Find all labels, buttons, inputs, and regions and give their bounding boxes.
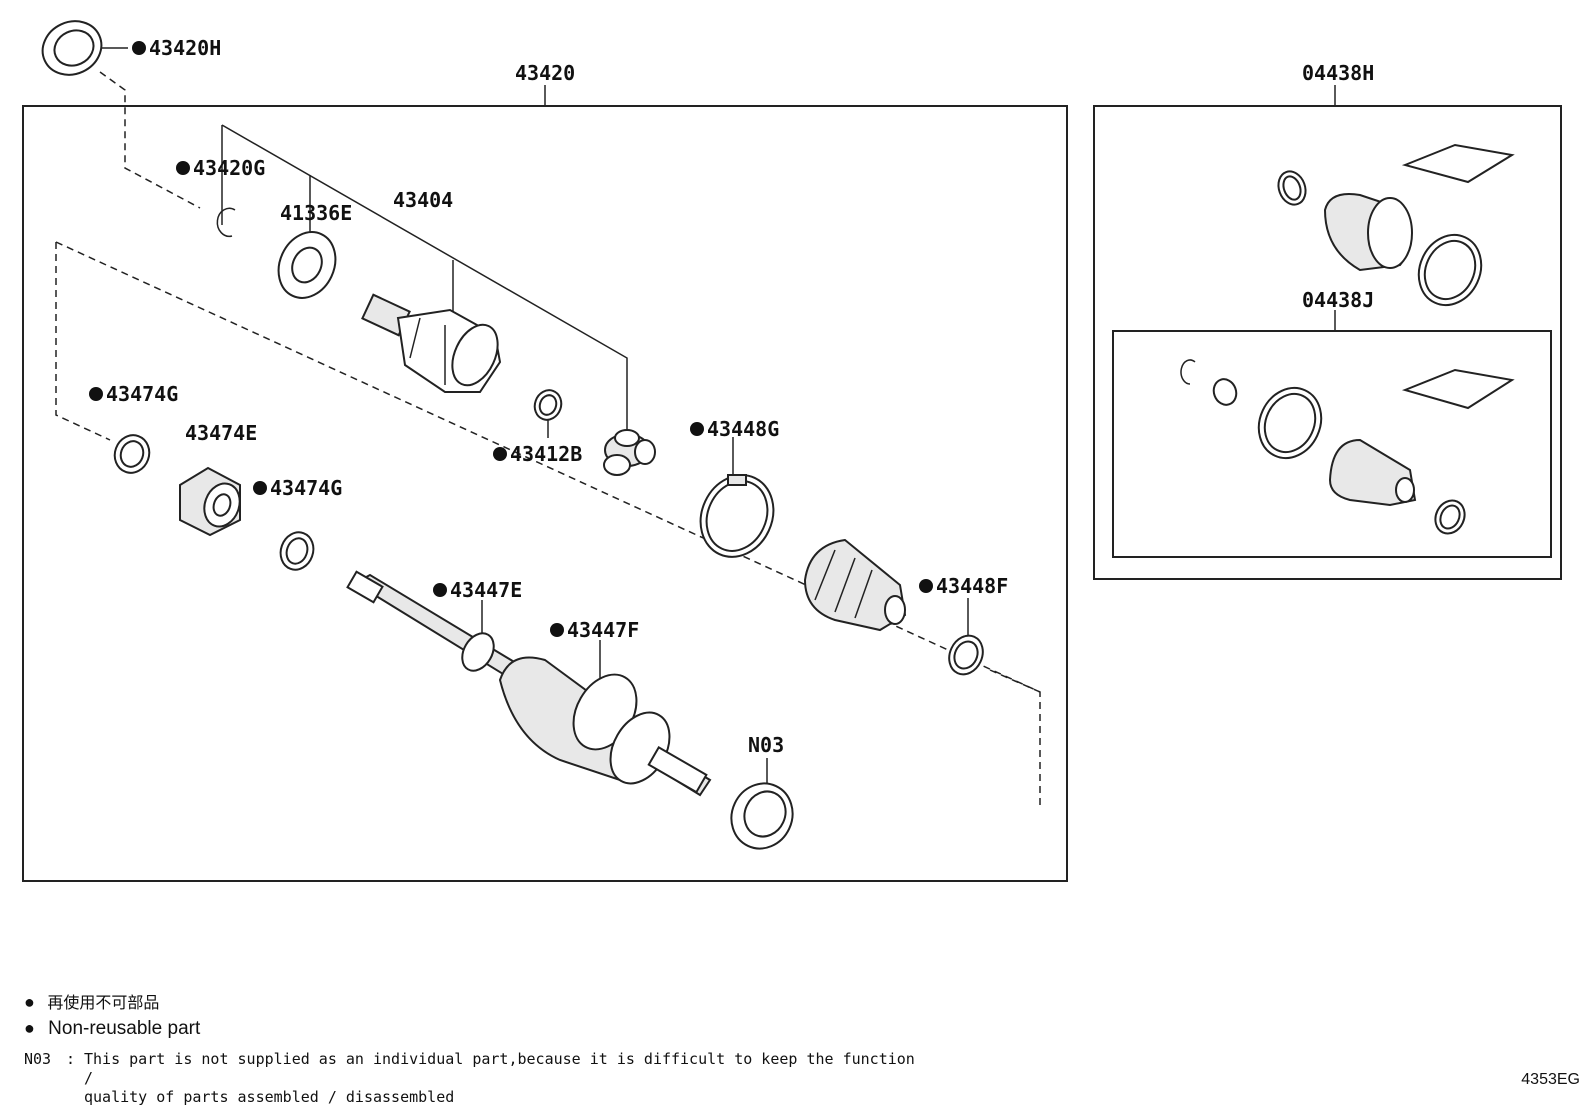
marker-clamp-g [690,422,704,436]
label-boot-kit-h[interactable]: 04438H [1302,61,1374,85]
inner-joint-part [361,293,502,393]
diagram-code: 4353EG [1521,1071,1580,1088]
dashed-clamp-guide [989,669,1041,693]
boot-kit-h-parts [1277,143,1515,307]
label-inner-joint[interactable]: 43404 [393,188,453,212]
n03-seal-part [730,782,794,850]
damper-ring-left-part [113,434,151,474]
label-assembly[interactable]: 43420 [515,61,575,85]
snap-ring-b-part [533,389,563,421]
label-clamp-f-outer[interactable]: 43447F [567,618,639,642]
legend: ● 再使用不可部品 ● Non-reusable part N03 : This… [24,990,924,1107]
label-spacer[interactable]: 41336E [280,201,352,225]
marker-seal-outer [132,41,146,55]
boot-part [803,538,907,632]
oil-seal-part [41,20,103,76]
clamp-f-part [948,634,984,676]
legend-marker-en: ● [24,1018,35,1038]
legend-en: Non-reusable part [48,1018,201,1039]
marker-clamp-f [919,579,933,593]
label-snap-ring-g[interactable]: 43420G [193,156,265,180]
tripod-part [603,429,656,476]
legend-note-code: N03 [24,1050,52,1068]
damper-ring-right-part [279,531,315,571]
label-boot-kit-j[interactable]: 04438J [1302,288,1374,312]
marker-damper-ring-left [89,387,103,401]
marker-clamp-e [433,583,447,597]
label-damper-ring-right[interactable]: 43474G [270,476,342,500]
label-clamp-f[interactable]: 43448F [936,574,1008,598]
boot-kit-j-parts [1180,359,1515,535]
clamp-g-part [699,474,775,558]
label-n03[interactable]: N03 [748,733,784,757]
marker-clamp-f-outer [550,623,564,637]
snap-ring-g-part [216,207,236,238]
dashed-shaft-guide [55,242,111,441]
label-clamp-e[interactable]: 43447E [450,578,522,602]
marker-snap-ring-g [176,161,190,175]
label-damper[interactable]: 43474E [185,421,257,445]
legend-note-line2: quality of parts assembled / disassemble… [84,1088,455,1106]
spacer-part [277,231,337,299]
boot-kit-h-frame [1093,105,1562,580]
label-damper-ring-left[interactable]: 43474G [106,382,178,406]
label-clamp-g[interactable]: 43448G [707,417,779,441]
legend-note-line1: This part is not supplied as an individu… [84,1050,915,1087]
marker-snap-ring-b [493,447,507,461]
damper-part [179,466,241,537]
drive-shaft-part [346,570,712,797]
legend-marker-jp: ● [24,992,35,1012]
label-seal-outer[interactable]: 43420H [149,36,221,60]
label-snap-ring-b[interactable]: 43412B [510,442,582,466]
inner-joint-bracket-top [221,124,628,432]
marker-damper-ring-right [253,481,267,495]
legend-jp: 再使用不可部品 [47,995,160,1012]
dashed-seal-guide [99,71,201,209]
boot-kit-j-frame [1112,330,1552,558]
legend-note-sep: : [66,1050,76,1068]
